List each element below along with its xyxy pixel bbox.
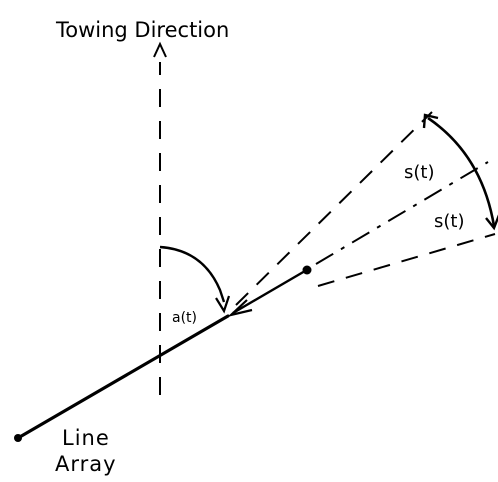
line-array-solid: [16, 314, 230, 440]
bearing-arrowhead-icon: [227, 299, 253, 318]
bearing-ray-upper-dashed: [235, 111, 433, 306]
array-end-dot: [14, 434, 22, 442]
bearing-ray-center-dashdot: [315, 161, 489, 265]
angle-arc: [159, 245, 226, 303]
line-array-label-line2: Array: [55, 452, 117, 476]
angle-label: a(t): [172, 310, 197, 326]
bearing-arrow-line: [232, 269, 306, 315]
bearing-ray-lower-dashed: [317, 233, 496, 287]
spread-arc: [427, 116, 496, 227]
spread-lower-label: s(t): [434, 211, 464, 232]
spread-arrow-down-icon: [485, 214, 498, 231]
spread-arrow-up-icon: [422, 113, 439, 129]
line-array-label-line1: Line: [62, 426, 110, 450]
angle-arrowhead-icon: [215, 295, 231, 314]
source-point-dot: [302, 265, 312, 275]
spread-upper-label: s(t): [404, 162, 434, 183]
towing-direction-arrow-icon: [153, 41, 167, 58]
towing-direction-label: Towing Direction: [55, 18, 229, 42]
